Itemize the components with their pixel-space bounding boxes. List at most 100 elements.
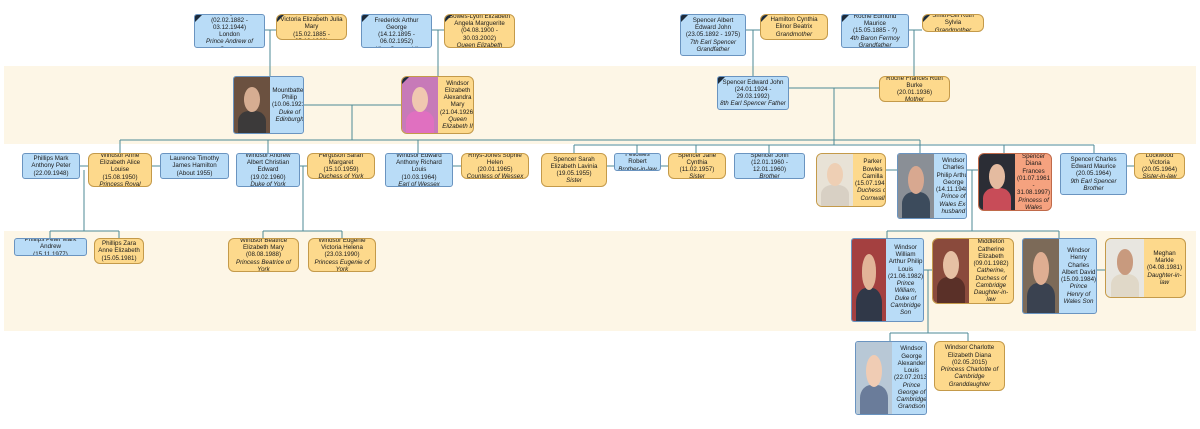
has-ancestors-marker — [718, 77, 725, 84]
person-card-edward[interactable]: Windsor Edward Anthony Richard Louis(10.… — [385, 153, 453, 187]
person-text: Windsor William Arthur Philip Louis(21.0… — [886, 239, 923, 321]
person-dates: (09.01.1982) — [973, 260, 1009, 268]
person-role: Sister-in-law — [1142, 173, 1177, 179]
person-card-phillips-mark[interactable]: Phillips Mark Anthony Peter(22.09.1948) — [22, 153, 80, 179]
person-card-zara[interactable]: Phillips Zara Anne Elizabeth(15.05.1981) — [94, 238, 144, 264]
person-card-meghan[interactable]: Meghan Markle(04.08.1981)Daughter-in-law — [1105, 238, 1186, 298]
person-dates: (23.05.1892 - 1975) — [685, 31, 741, 39]
portrait-photo — [852, 239, 886, 321]
person-role: Prince George of Cambridge Grandson — [896, 381, 927, 411]
person-name: Windsor Edward Anthony Richard Louis — [396, 153, 442, 174]
person-card-lockwood[interactable]: Lockwood Victoria(20.05.1964)Sister-in-l… — [1134, 153, 1185, 179]
person-role: 9th Earl Spencer Brother — [1070, 177, 1117, 192]
person-role: 7th Earl Spencer Grandfather — [689, 38, 737, 53]
person-text: Lockwood Victoria(20.05.1964)Sister-in-l… — [1135, 154, 1184, 178]
person-name: Spencer Edward John — [722, 78, 784, 86]
person-card-bowes-lyon[interactable]: Bowes-Lyon Elizabeth Angela Marguerite(0… — [444, 14, 515, 48]
person-name: Windsor Charles Philip Arthur George — [936, 157, 967, 186]
person-role: Prince Andrew of Greece — [206, 38, 253, 47]
person-card-peter[interactable]: Phillips Peter Mark Andrew(15.11.1977) — [14, 238, 87, 256]
has-ancestors-marker — [195, 15, 202, 22]
person-text: Meghan Markle(04.08.1981)Daughter-in-law — [1144, 239, 1185, 297]
person-card-windsor-albert[interactable]: Windsor Albert Frederick Arthur George(1… — [361, 14, 432, 48]
person-card-jane-spencer[interactable]: Spencer Jane Cynthia(11.02.1957)Sister — [668, 153, 726, 179]
person-role: Prince of Wales Ex-husband — [939, 193, 967, 215]
person-text: Roche Frances Ruth Burke(20.01.1936)Moth… — [880, 77, 949, 101]
person-role: Catherine, Duchess of Cambridge Daughter… — [973, 267, 1009, 304]
person-card-spencer-edward[interactable]: Spencer Edward John(24.01.1924 - 29.03.1… — [717, 76, 789, 110]
person-name: Windsor Albert Frederick Arthur George — [374, 15, 419, 31]
person-role: Grandmother — [775, 30, 813, 38]
person-text: Spencer Diana Frances(01.07.1961 - 31.08… — [1015, 154, 1051, 211]
person-name: Ferguson Sarah Margaret — [318, 153, 364, 166]
person-card-sophie[interactable]: Rhys-Jones Sophie Helen(20.01.1965)Count… — [461, 153, 529, 179]
person-card-andrew[interactable]: Windsor Andrew Albert Christian Edward(1… — [236, 153, 300, 187]
person-text: Windsor Anne Elizabeth Alice Louise(15.0… — [89, 154, 151, 186]
person-name: Windsor George Alexander Louis — [897, 345, 926, 375]
portrait-photo — [1023, 239, 1059, 313]
person-card-spencer-albert[interactable]: Spencer Albert Edward John(23.05.1892 - … — [680, 14, 746, 56]
person-card-charles[interactable]: Windsor Charles Philip Arthur George(14.… — [897, 153, 967, 219]
person-card-charles-spencer[interactable]: Spencer Charles Edward Maurice(20.05.196… — [1060, 153, 1127, 195]
person-role: Queen Elizabeth II — [442, 115, 473, 131]
person-role: Princess of Wales — [1018, 196, 1049, 211]
person-text: Roche Edmund Maurice(15.05.1885 - ?)4th … — [842, 15, 908, 47]
person-card-john-spencer[interactable]: Spencer John(12.01.1960 - 12.01.1960)Bro… — [734, 153, 805, 179]
person-card-laurence[interactable]: Laurence Timothy James Hamilton(About 19… — [160, 153, 229, 179]
person-card-harry[interactable]: Windsor Henry Charles Albert David(15.09… — [1022, 238, 1097, 314]
person-name: Bowes-Lyon Elizabeth Angela Marguerite — [449, 14, 510, 28]
person-dates: (15.09.1984) — [1061, 276, 1097, 283]
person-text: Oldenburg Andrew(02.02.1882 - 03.12.1944… — [195, 15, 264, 47]
person-dates: (21.04.1926) — [440, 108, 474, 116]
person-card-eugenie[interactable]: Windsor Eugenie Victoria Helena(23.03.19… — [308, 238, 376, 272]
person-role: Brother — [759, 173, 780, 179]
person-text: Bowes-Lyon Elizabeth Angela Marguerite(0… — [445, 15, 514, 47]
person-card-roche-edmund[interactable]: Roche Edmund Maurice(15.05.1885 - ?)4th … — [841, 14, 909, 48]
portrait-photo — [402, 77, 438, 133]
person-card-charlotte[interactable]: Windsor Charlotte Elizabeth Diana(02.05.… — [934, 341, 1005, 391]
person-card-elizabeth[interactable]: Windsor Elizabeth Alexandra Mary(21.04.1… — [401, 76, 474, 134]
person-dates: (04.08.1900 - 30.03.2002) — [461, 27, 498, 42]
has-ancestors-marker — [681, 15, 688, 22]
has-ancestors-marker — [923, 15, 930, 22]
person-role: Duke of Edinburgh — [275, 108, 304, 123]
person-card-george[interactable]: Windsor George Alexander Louis(22.07.201… — [855, 341, 927, 415]
person-name: Windsor Anne Elizabeth Alice Louise — [99, 153, 141, 174]
person-card-catherine[interactable]: Middleton Catherine Elizabeth(09.01.1982… — [932, 238, 1014, 304]
person-text: Windsor Beatrice Elizabeth Mary(08.08.19… — [229, 239, 298, 271]
person-card-roche-frances[interactable]: Roche Frances Ruth Burke(20.01.1936)Moth… — [879, 76, 950, 102]
person-name: Windsor Charlotte Elizabeth Diana — [944, 344, 995, 359]
person-dates: (19.02.1960) — [250, 173, 286, 181]
person-dates: (20.05.1964) — [1141, 166, 1178, 173]
person-card-philip[interactable]: Mountbatten Philip(10.06.1921)Duke of Ed… — [233, 76, 304, 134]
person-card-anne[interactable]: Windsor Anne Elizabeth Alice Louise(15.0… — [88, 153, 152, 187]
person-text: Spencer Albert Edward John(23.05.1892 - … — [681, 15, 745, 55]
person-text: Mountbatten Philip(10.06.1921)Duke of Ed… — [270, 77, 304, 133]
person-role: Grandmother — [934, 26, 972, 32]
person-text: Spencer Sarah Elizabeth Lavinia(19.05.19… — [542, 154, 606, 186]
person-name: Windsor Elizabeth Alexandra Mary — [443, 79, 472, 109]
person-text: Spencer John(12.01.1960 - 12.01.1960)Bro… — [735, 154, 804, 178]
person-dates: (15.07.1947) — [855, 180, 885, 187]
person-role: Prince William, Duke of Cambridge Son — [890, 280, 921, 316]
person-role: Duke of York — [250, 180, 286, 187]
person-card-ferguson[interactable]: Ferguson Sarah Margaret(15.10.1959)Duche… — [307, 153, 375, 179]
person-role: Earl of Wessex — [398, 180, 440, 187]
person-card-battenberg[interactable]: Battenberg Alice Victoria Elizabeth Juli… — [276, 14, 347, 40]
person-card-oldenburg[interactable]: Oldenburg Andrew(02.02.1882 - 03.12.1944… — [194, 14, 265, 48]
person-name: Oldenburg Andrew — [197, 15, 262, 17]
person-card-sarah-spencer[interactable]: Spencer Sarah Elizabeth Lavinia(19.05.19… — [541, 153, 607, 187]
person-card-camilla[interactable]: Parker Bowles Camilla(15.07.1947)Duchess… — [816, 153, 886, 207]
person-card-beatrice[interactable]: Windsor Beatrice Elizabeth Mary(08.08.19… — [228, 238, 299, 272]
person-card-diana[interactable]: Spencer Diana Frances(01.07.1961 - 31.08… — [978, 153, 1052, 211]
person-text: Windsor Andrew Albert Christian Edward(1… — [237, 154, 299, 186]
person-card-william[interactable]: Windsor William Arthur Philip Louis(21.0… — [851, 238, 924, 322]
person-name: Lockwood Victoria — [1145, 153, 1174, 166]
person-dates: (02.02.1882 - 03.12.1944) — [211, 16, 248, 31]
portrait-photo — [933, 239, 969, 303]
